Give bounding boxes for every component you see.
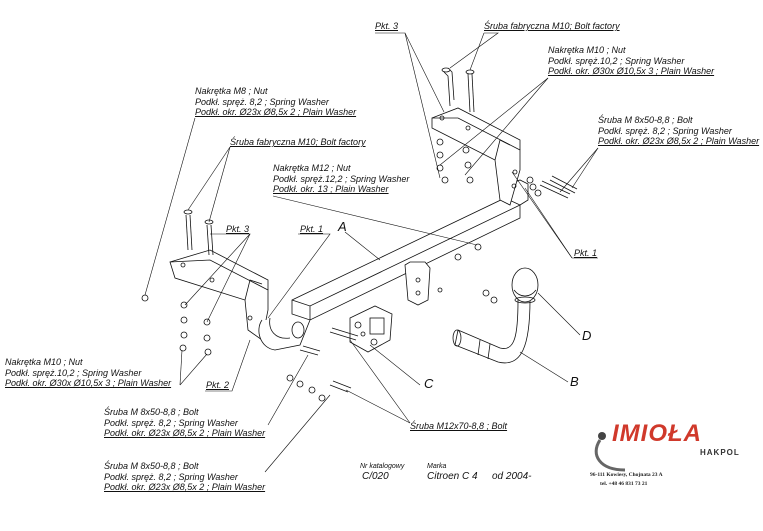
- label-bolt-m12: Śruba M12x70-8,8 ; Bolt: [410, 421, 508, 431]
- label-factory-bolt-left: Śruba fabryczna M10; Bolt factory: [230, 137, 366, 147]
- company-address: 96-111 Kowiesy, Chojnata 23 A: [590, 472, 663, 478]
- label-letter-d: D: [582, 328, 592, 343]
- company-phone: tel. +48 46 831 73 21: [600, 481, 648, 487]
- right-bracket: [431, 107, 521, 206]
- label-factory-bolt-top: Śruba fabryczna M10; Bolt factory: [484, 21, 620, 31]
- label-letter-b: B: [570, 374, 579, 389]
- leader-lines: [144, 32, 599, 473]
- year-value: od 2004-: [492, 471, 532, 482]
- label-bolt-m8-bottom1: Śruba M 8x50-8,8 ; Bolt Podkł. spręż. 8,…: [104, 407, 266, 438]
- catalog-value: C/020: [362, 471, 389, 482]
- small-fixings: [286, 243, 498, 402]
- label-bolt-m8-bottom2: Śruba M 8x50-8,8 ; Bolt Podkł. spręż. 8,…: [104, 461, 266, 492]
- label-pkt1-left: Pkt. 1: [300, 224, 324, 234]
- label-pkt3-left: Pkt. 3: [226, 224, 250, 234]
- mounting-plate: [404, 261, 431, 306]
- company-sub: HAKPOL: [700, 448, 740, 457]
- socket-plate-c: [349, 305, 393, 353]
- top-bolts-right: [436, 67, 475, 184]
- label-pkt3-top: Pkt. 3: [375, 21, 399, 31]
- towball-neck-b: [452, 299, 531, 364]
- side-bolts-right: [526, 175, 578, 199]
- top-bolts-left: [141, 209, 214, 356]
- label-nut-m12: Nakrętka M12 ; Nut Podkł. spręż.12,2 ; S…: [273, 163, 410, 194]
- label-nut-m10-right: Nakrętka M10 ; Nut Podkł. spręż.10,2 ; S…: [548, 45, 715, 76]
- label-letter-a: A: [338, 219, 347, 234]
- catalog-label: Nr katalogowy: [360, 463, 405, 470]
- company-logo: IMIOŁA: [612, 420, 702, 447]
- logo-swoosh: [594, 432, 626, 472]
- label-nut-m10-left: Nakrętka M10 ; Nut Podkł. spręż.10,2 ; S…: [5, 357, 172, 388]
- brand-label: Marka: [427, 463, 447, 470]
- label-bolt-m8-right: Śruba M 8x50-8,8 ; Bolt Podkł. spręż. 8,…: [598, 115, 760, 146]
- left-bracket: [169, 249, 269, 341]
- label-pkt1-right: Pkt. 1: [574, 248, 598, 258]
- label-letter-c: C: [424, 376, 434, 391]
- brand-value: Citroen C 4: [427, 471, 478, 482]
- label-nut-m8-left: Nakrętka M8 ; Nut Podkł. spręż. 8,2 ; Sp…: [195, 86, 357, 117]
- towball-d: [511, 267, 539, 304]
- left-end-tube: [258, 317, 311, 351]
- label-pkt2: Pkt. 2: [206, 380, 230, 390]
